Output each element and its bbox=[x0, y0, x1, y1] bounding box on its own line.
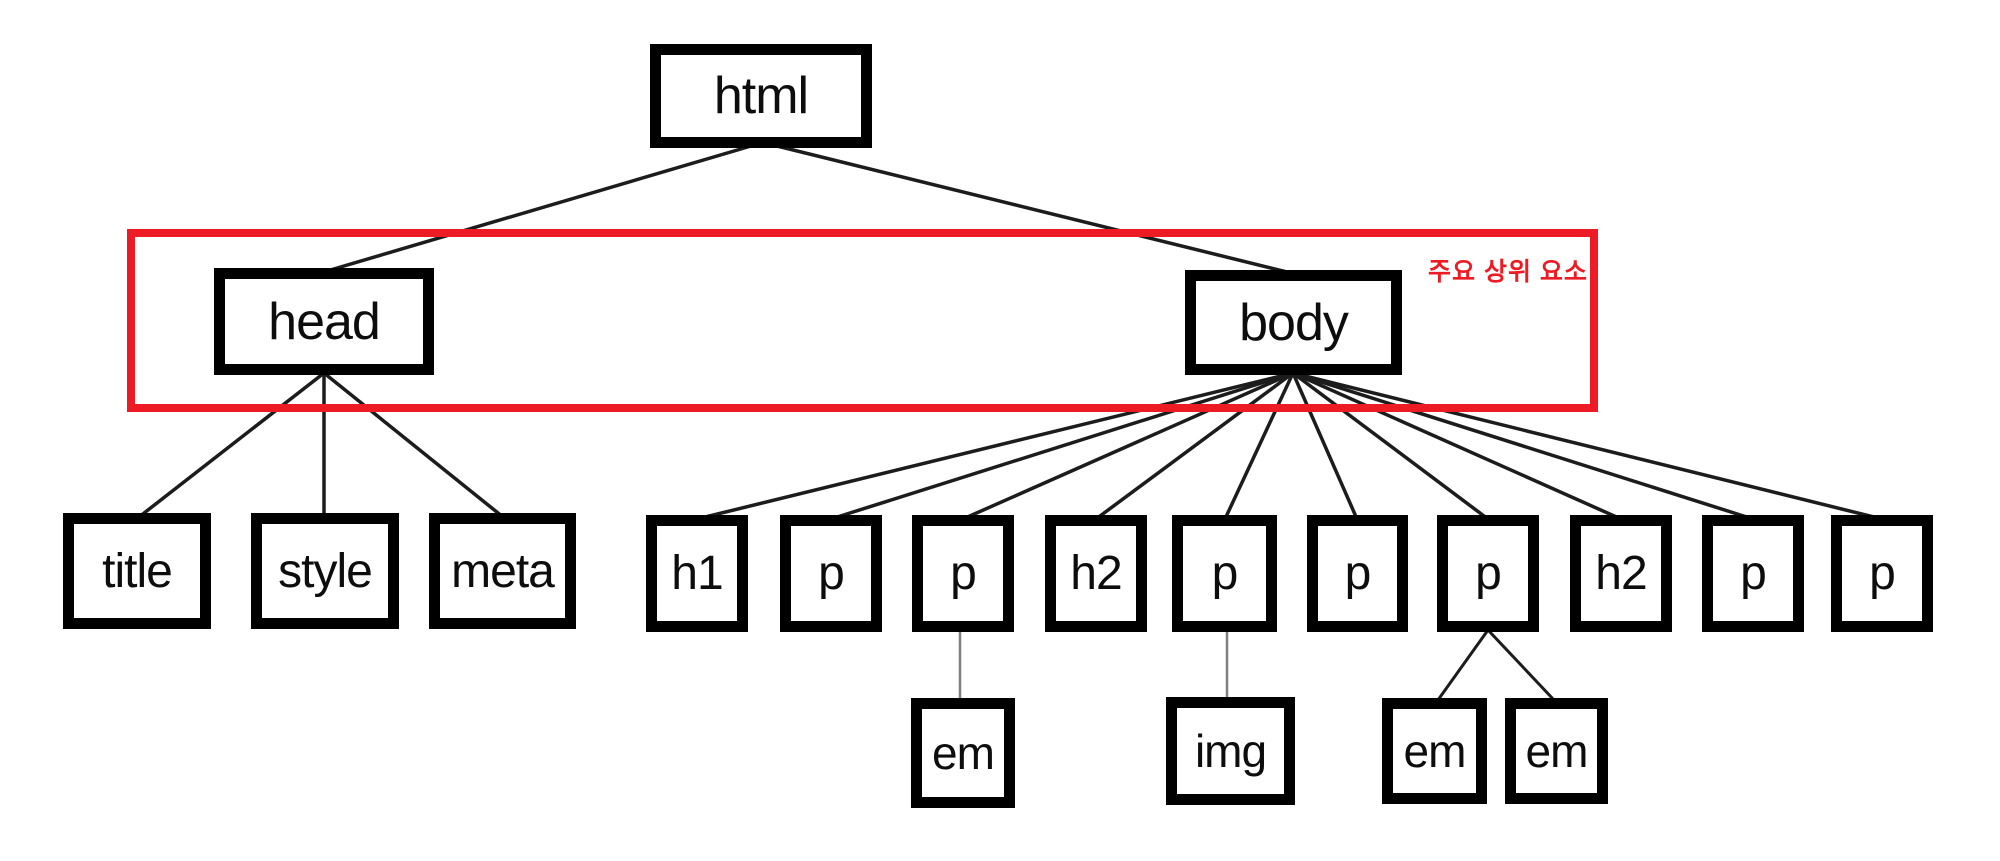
edge-p5-em-right bbox=[1486, 628, 1556, 702]
edge-head-meta bbox=[322, 371, 505, 519]
node-p-2: p bbox=[912, 515, 1014, 632]
edge-head-title bbox=[137, 371, 326, 519]
highlight-rect bbox=[127, 229, 1598, 412]
node-img: img bbox=[1166, 697, 1295, 805]
edge-body-p1 bbox=[830, 371, 1294, 521]
node-title: title bbox=[63, 513, 211, 629]
node-head: head bbox=[214, 268, 434, 375]
edge-html-head bbox=[326, 144, 752, 273]
edge-body-h1 bbox=[696, 371, 1294, 521]
node-em-3: em bbox=[1505, 698, 1608, 804]
node-em-2: em bbox=[1382, 698, 1487, 804]
node-p-5: p bbox=[1437, 515, 1539, 632]
edge-html-body bbox=[776, 144, 1292, 275]
node-p-1: p bbox=[780, 515, 882, 632]
edge-body-h2a bbox=[1094, 371, 1295, 521]
edge-body-p6 bbox=[1292, 371, 1754, 521]
node-p-7: p bbox=[1831, 515, 1933, 632]
edge-body-p7 bbox=[1292, 371, 1883, 521]
node-h2-2: h2 bbox=[1570, 515, 1672, 632]
node-p-6: p bbox=[1702, 515, 1804, 632]
node-h1: h1 bbox=[646, 515, 748, 632]
edge-p5-em-left bbox=[1436, 629, 1490, 701]
node-meta: meta bbox=[429, 513, 576, 629]
node-body: body bbox=[1185, 270, 1402, 375]
node-h2-1: h2 bbox=[1045, 515, 1147, 632]
node-p-3: p bbox=[1172, 515, 1277, 632]
edge-body-p3 bbox=[1223, 372, 1295, 520]
node-html: html bbox=[650, 44, 872, 148]
edge-body-p4 bbox=[1291, 372, 1359, 520]
edge-body-p2 bbox=[962, 371, 1294, 521]
edge-body-p5 bbox=[1291, 371, 1490, 521]
node-style: style bbox=[251, 513, 399, 629]
edge-body-h2b bbox=[1292, 371, 1622, 521]
node-em-1: em bbox=[911, 698, 1015, 808]
annotation-label: 주요 상위 요소 bbox=[1428, 258, 1588, 286]
node-p-4: p bbox=[1307, 515, 1408, 632]
